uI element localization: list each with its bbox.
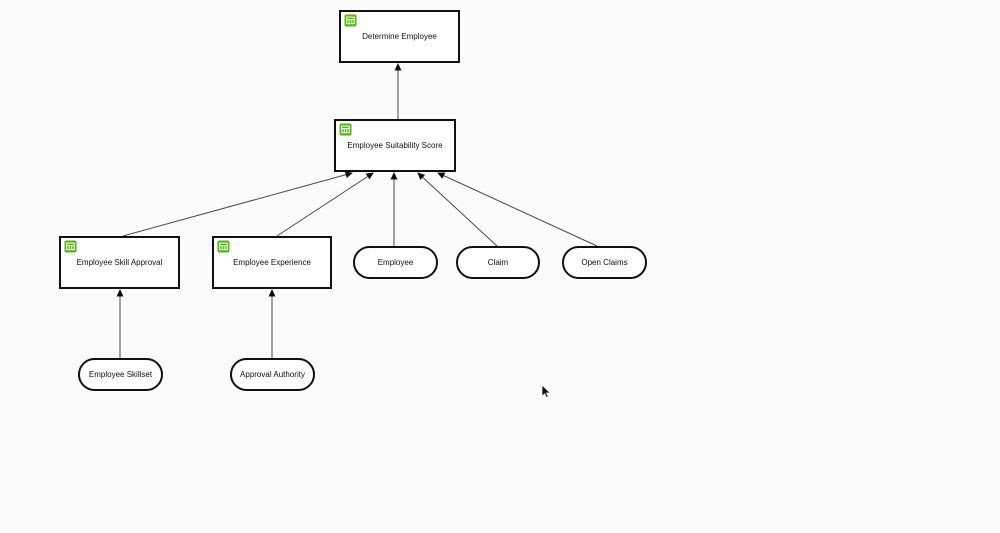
decision-label: Employee Experience [233, 257, 311, 267]
input-data-label: Approval Authority [240, 369, 305, 379]
decision-label: Determine Employee [362, 31, 437, 41]
input-data-claim[interactable]: Claim [456, 246, 540, 279]
input-data-label: Employee Skillset [88, 369, 153, 379]
decision-determine-employee[interactable]: Determine Employee [339, 10, 460, 63]
decision-table-icon [339, 123, 352, 136]
input-data-label: Claim [487, 257, 509, 267]
input-data-employee-skillset[interactable]: Employee Skillset [78, 358, 163, 391]
input-data-approval-authority[interactable]: Approval Authority [230, 358, 315, 391]
input-data-open-claims[interactable]: Open Claims [562, 246, 647, 279]
input-data-label: Open Claims [581, 257, 628, 267]
decision-employee-skill-approval[interactable]: Employee Skill Approval [59, 236, 180, 289]
input-data-employee[interactable]: Employee [353, 246, 438, 279]
decision-table-icon [217, 240, 230, 253]
decision-table-icon [64, 240, 77, 253]
mouse-cursor [541, 384, 552, 399]
connection-open-claims-to-employee-suitability-score [437, 172, 598, 247]
decision-employee-experience[interactable]: Employee Experience [212, 236, 332, 289]
connection-claim-to-employee-suitability-score [417, 172, 498, 247]
connection-employee-experience-to-employee-suitability-score [276, 172, 374, 237]
decision-label: Employee Skill Approval [76, 257, 163, 267]
input-data-label: Employee [377, 257, 414, 267]
decision-employee-suitability-score[interactable]: Employee Suitability Score [334, 119, 456, 172]
decision-table-icon [344, 14, 357, 27]
decision-label: Employee Suitability Score [347, 140, 443, 150]
connection-employee-skill-approval-to-employee-suitability-score [122, 171, 353, 237]
